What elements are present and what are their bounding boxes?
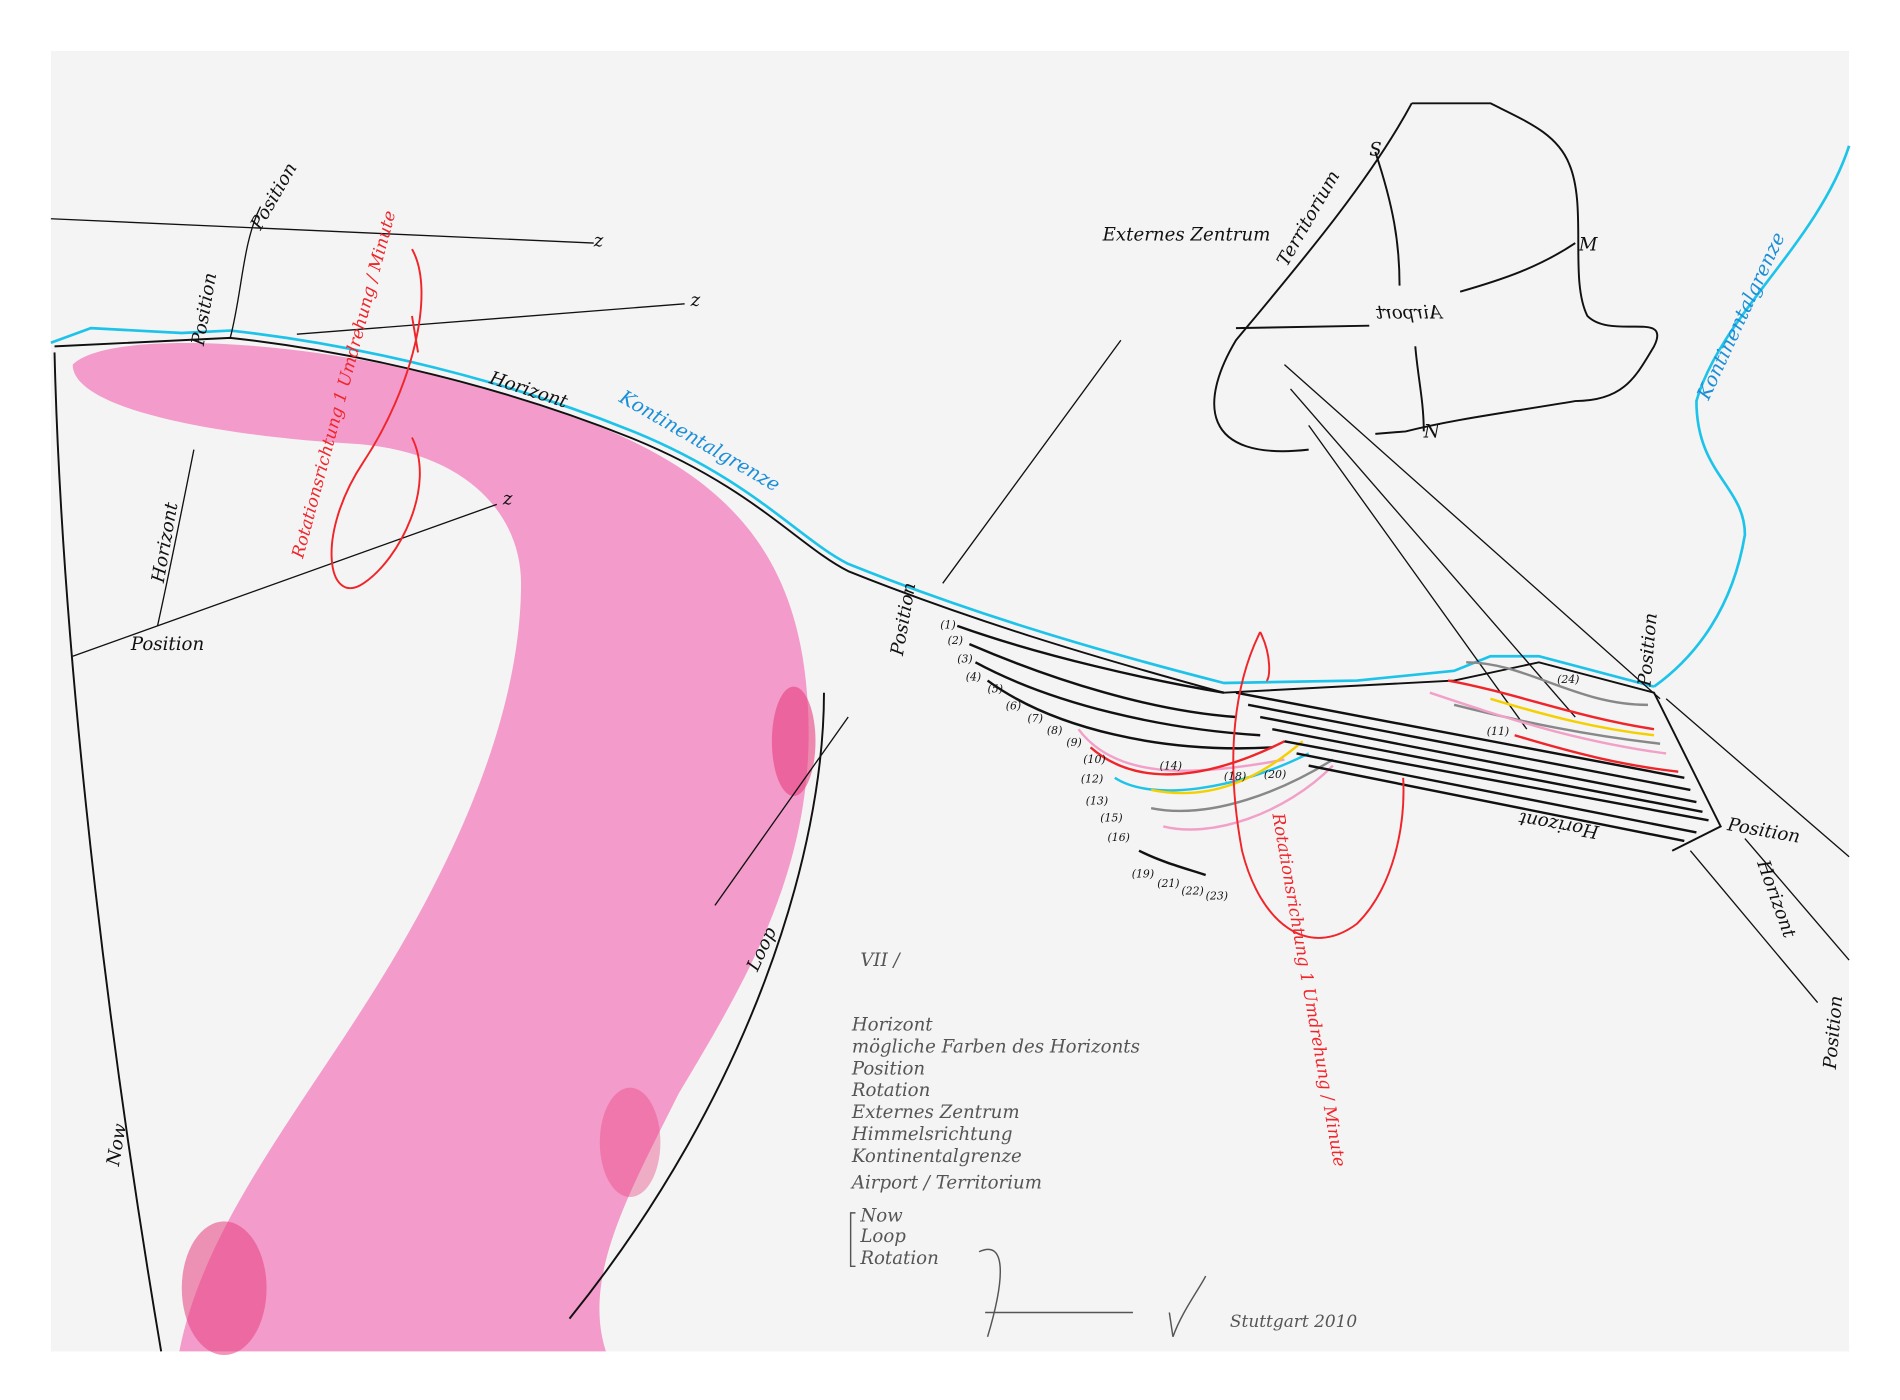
signature (978, 1248, 1207, 1338)
contour-number: (6) (1006, 700, 1021, 713)
contour-number: (15) (1100, 812, 1122, 825)
legend-item: Now (859, 1205, 903, 1226)
contour-number: (11) (1487, 725, 1509, 738)
contour-number: (3) (957, 652, 972, 665)
contour-number: (22) (1181, 884, 1203, 897)
loop-line (568, 692, 825, 1320)
legend-item: Rotation (851, 1080, 930, 1101)
horizon-line (54, 336, 1722, 852)
rotation-loop-left (330, 248, 423, 590)
contour-number: (9) (1066, 736, 1081, 749)
territory-outline (1213, 102, 1659, 453)
legend-title: VII / (860, 950, 901, 971)
contour-lines (956, 624, 1709, 877)
contour-number: (20) (1264, 768, 1286, 781)
legend-item: Himmelsrichtung (851, 1124, 1013, 1145)
contour-number: (16) (1108, 831, 1130, 844)
position-label: Position (130, 634, 204, 655)
direction-m: M (1578, 234, 1598, 255)
legend-item: Airport / Territorium (850, 1173, 1042, 1194)
contour-number: (13) (1086, 794, 1108, 807)
contour-number: (8) (1047, 724, 1062, 737)
contour-number: (19) (1132, 867, 1154, 880)
contour-number: (21) (1157, 877, 1179, 890)
externes-zentrum-label: Externes Zentrum (1102, 225, 1271, 246)
contour-numbers: (1) (2) (3) (4) (5) (6) (7) (8) (9) (10)… (940, 618, 1579, 902)
airport-label: Airport (1375, 302, 1444, 323)
now-line (53, 352, 163, 1352)
legend-item: Kontinentalgrenze (851, 1146, 1022, 1167)
pink-watercolor-band (72, 342, 809, 1352)
contour-number: (14) (1160, 759, 1182, 772)
contour-number: (23) (1206, 889, 1228, 902)
legend-item: Externes Zentrum (851, 1102, 1020, 1123)
legend-item: Horizont (851, 1015, 933, 1036)
continental-border-line (50, 145, 1851, 688)
contour-number: (1) (940, 618, 955, 631)
legend-item: mögliche Farben des Horizonts (852, 1036, 1140, 1057)
contour-number: (24) (1557, 673, 1579, 686)
direction-n: N (1423, 421, 1441, 442)
legend-item: Position (851, 1058, 925, 1079)
axis-z-label: z (502, 488, 513, 509)
contour-number: (10) (1083, 753, 1105, 766)
rotation-loop-right (1232, 631, 1405, 939)
contour-number: (7) (1028, 712, 1043, 725)
axis-z-label: z (593, 231, 604, 252)
axis-z-label: z (690, 290, 701, 311)
contour-number: (18) (1224, 770, 1246, 783)
signature-text: Stuttgart 2010 (1230, 1312, 1358, 1332)
direction-s: S (1369, 140, 1381, 161)
contour-number: (12) (1081, 773, 1103, 786)
contour-number: (2) (948, 634, 963, 647)
legend: VII / Horizont mögliche Farben des Horiz… (850, 950, 1140, 1269)
contour-number: (5) (988, 683, 1003, 696)
axis-arrows (50, 206, 1850, 1004)
legend-item: Loop (859, 1226, 906, 1247)
contour-number: (4) (966, 671, 981, 684)
legend-item: Rotation (859, 1248, 938, 1269)
